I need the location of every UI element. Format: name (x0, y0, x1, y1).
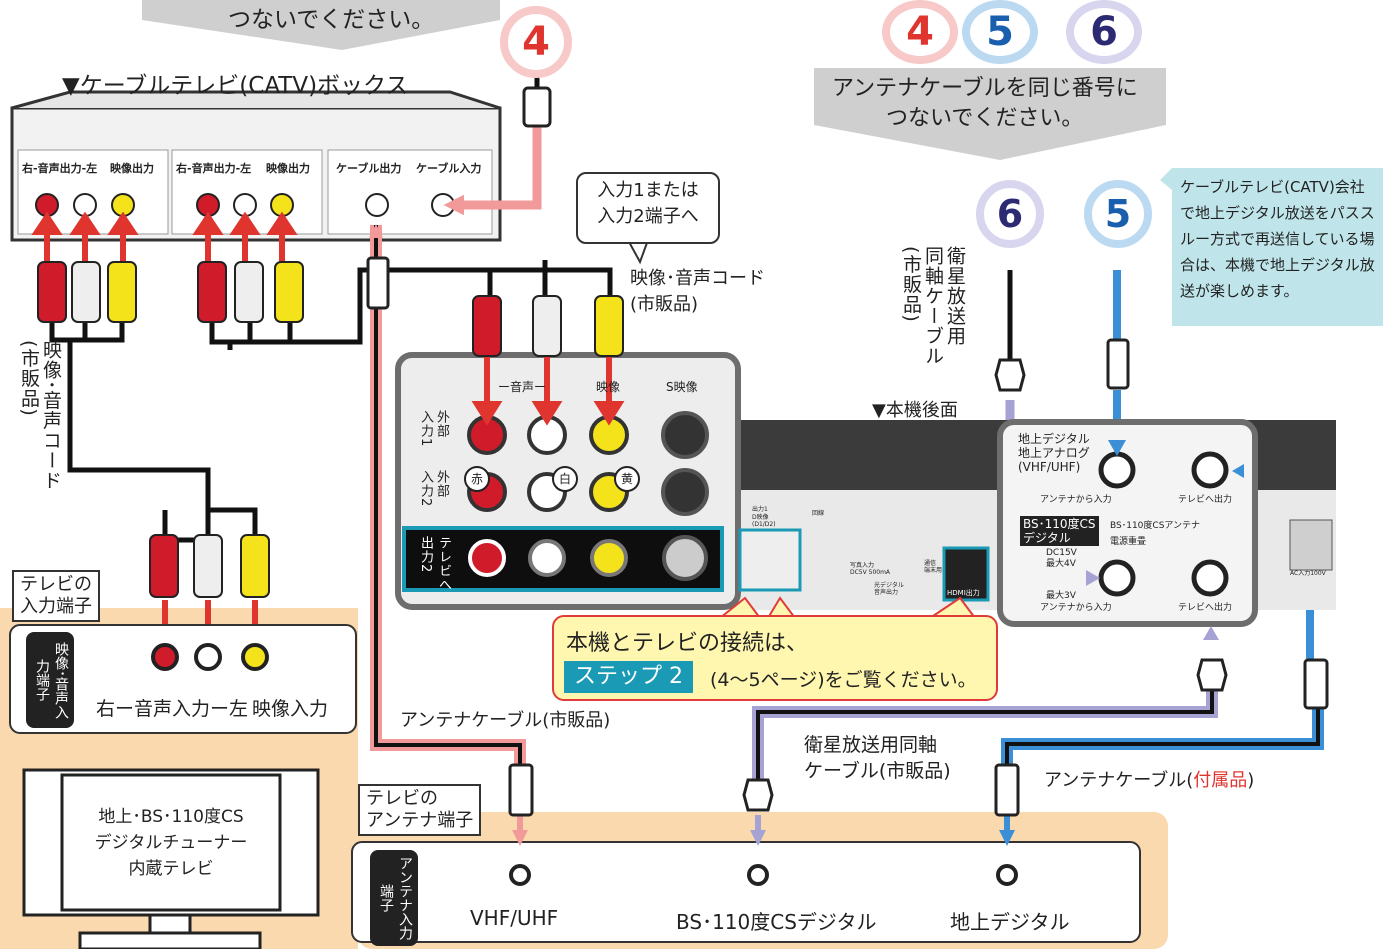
rear-dc15: DC15V 最大4V (1046, 548, 1077, 569)
rear-power: 電源重畳 (1110, 537, 1147, 547)
top-banner-shape (142, 0, 500, 50)
step-2-link[interactable]: ステップ 2 (564, 661, 693, 693)
badge-5-right: 5 (962, 0, 1038, 64)
rear-panel-title: ▼本機後面 (872, 400, 958, 421)
av-cord-label: 映像･音声コード (市販品) (630, 266, 765, 318)
sat-cable-label: 衛星放送用同軸 ケーブル(市販品) (804, 732, 951, 784)
sat-cable-vertical-label: 衛星放送用 同軸ケーブル (市販品) (900, 246, 966, 366)
antenna-cable-included-suffix: ) (1247, 770, 1255, 791)
input-callout-line1: 入力1または (597, 180, 699, 201)
top-banner-text: つないでください。 (228, 7, 435, 33)
antenna-cable-label: アンテナケーブル(市販品) (400, 710, 611, 731)
sat-cable-label-line2: ケーブル(市販品) (804, 760, 951, 782)
antenna-cable-included: アンテナケーブル(付属品) (1044, 766, 1254, 792)
front-s-video: S映像 (666, 380, 698, 394)
front-input1: 入力1 (418, 410, 433, 448)
connection-callout: 本機とテレビの接続は、 ステップ 2 (4〜5ページ)をご覧ください。 (552, 615, 998, 701)
tv-input-tag-line1: テレビの (20, 574, 92, 595)
front-audio-header: ー音声ー (498, 380, 547, 394)
catv-jacks (35, 193, 455, 217)
tv-screen-line3: 内蔵テレビ (128, 859, 214, 879)
input-callout-line2: 入力2端子へ (597, 206, 699, 227)
rear-to-tv2: テレビへ出力 (1178, 603, 1233, 613)
jack-yellow-label: 黄 (614, 466, 640, 492)
right-banner-shape (814, 68, 1166, 160)
plugs (366, 86, 1329, 817)
tv-video-in: 映像入力 (252, 698, 329, 720)
tv-antenna-tag-line1: テレビの (366, 788, 438, 809)
rear-comm: 通信 端末用 (924, 560, 943, 574)
rear-from-antenna2: アンテナから入力 (1040, 603, 1112, 613)
callout-pages: (4〜5ページ)をご覧ください。 (710, 669, 977, 691)
front-input2: 入力2 (418, 470, 433, 508)
rear-max3: 最大3V (1046, 591, 1076, 601)
callout-line1: 本機とテレビの接続は、 (566, 631, 809, 656)
catv-video-out-1: 映像出力 (110, 162, 154, 175)
catv-video-out-2: 映像出力 (266, 162, 310, 175)
tv-bs-label: BS･110度CSデジタル (676, 910, 877, 934)
front-out2: 出力2 (418, 536, 433, 574)
front-input1-ext: 外部 (434, 410, 449, 438)
badge-4-top: 4 (500, 6, 572, 78)
tv-audio-in: 右ー音声入力ー左 (96, 698, 249, 720)
rear-out1: 出力1 (752, 506, 768, 513)
badge-6-cable: 6 (976, 180, 1044, 248)
catv-box-top (11, 90, 501, 110)
front-video-header: 映像 (596, 380, 621, 394)
tv-vhf-label: VHF/UHF (470, 906, 559, 930)
right-banner-line1: アンテナケーブルを同じ番号に (832, 76, 1138, 101)
catv-cable-in: ケーブル入力 (416, 162, 482, 175)
tv-input-vertical-tag: 映像･音声入力端子 (26, 632, 74, 728)
badge-5-cable: 5 (1084, 180, 1152, 248)
av-cords (49, 260, 613, 543)
rear-ac: AC入力100V (1290, 570, 1326, 577)
rear-terr-label: 地上デジタル 地上アナログ (VHF/UHF) (1018, 432, 1090, 474)
tv-antenna-vertical-tag: アンテナ入力端子 (370, 850, 418, 946)
right-banner-line2: つないでください。 (886, 106, 1084, 131)
info-note: ケーブルテレビ(CATV)会社で地上デジタル放送をパススルー方式で再送信している… (1172, 168, 1383, 326)
av-cord-label-line1: 映像･音声コード (630, 268, 765, 289)
rear-optical: 光デジタル 音声出力 (874, 582, 904, 596)
tv-screen-text: 地上･BS･110度CS デジタルチューナー 内蔵テレビ (62, 804, 280, 882)
av-cord-label-line2: (市販品) (630, 294, 699, 315)
tv-input-panel (9, 624, 357, 734)
tv-antenna-tag: テレビの アンテナ端子 (358, 784, 482, 836)
jack-white-label: 白 (552, 466, 578, 492)
rear-lan: 回線 (812, 510, 825, 517)
tv-screen-line2: デジタルチューナー (94, 833, 248, 853)
front-input2-ext: 外部 (434, 470, 449, 498)
rear-bs-antenna: BS･110度CSアンテナ (1110, 521, 1201, 531)
rear-bs-label: BS･110度CS デジタル (1020, 516, 1099, 546)
catv-audio-out-1: 右-音声出力-左 (22, 162, 98, 175)
rear-antenna-panel (997, 419, 1258, 627)
antenna-cable-included-prefix: アンテナケーブル( (1044, 770, 1194, 791)
tv-antenna-tag-line2: アンテナ端子 (366, 810, 474, 831)
catv-audio-out-2: 右-音声出力-左 (176, 162, 252, 175)
rear-hdmi: HDMI出力 (947, 589, 980, 597)
input-jacks (467, 411, 709, 581)
catv-box-title: ▼ケーブルテレビ(CATV)ボックス (62, 73, 409, 99)
input-callout: 入力1または 入力2端子へ (576, 172, 720, 244)
jack-red-label: 赤 (464, 466, 490, 492)
catv-cable-out: ケーブル出力 (336, 162, 402, 175)
tv-input-tag: テレビの 入力端子 (12, 570, 100, 622)
tv-input-tag-line2: 入力端子 (20, 596, 92, 617)
badge-4-right: 4 (882, 0, 958, 64)
tv-screen-line1: 地上･BS･110度CS (98, 807, 244, 827)
antenna-cable-included-highlight: 付属品 (1193, 770, 1248, 791)
rear-to-tv: テレビへ出力 (1178, 495, 1233, 505)
tv-drawing (22, 768, 320, 949)
badge-6-right: 6 (1066, 0, 1142, 64)
sat-cable-label-line1: 衛星放送用同軸 (804, 734, 938, 756)
rear-from-antenna: アンテナから入力 (1040, 495, 1112, 505)
tv-terr-label: 地上デジタル (950, 910, 1070, 934)
tv-antenna-jacks (351, 815, 1141, 943)
cable-4-top (460, 120, 542, 210)
left-cord-label: 映像･音声コード (市販品) (18, 340, 62, 491)
rear-d-video: D映像 (D1/D2) (752, 514, 776, 528)
front-tv-dir: テレビへ (436, 536, 451, 592)
rear-photo: 写真入力 DC5V 500mA (850, 562, 891, 576)
